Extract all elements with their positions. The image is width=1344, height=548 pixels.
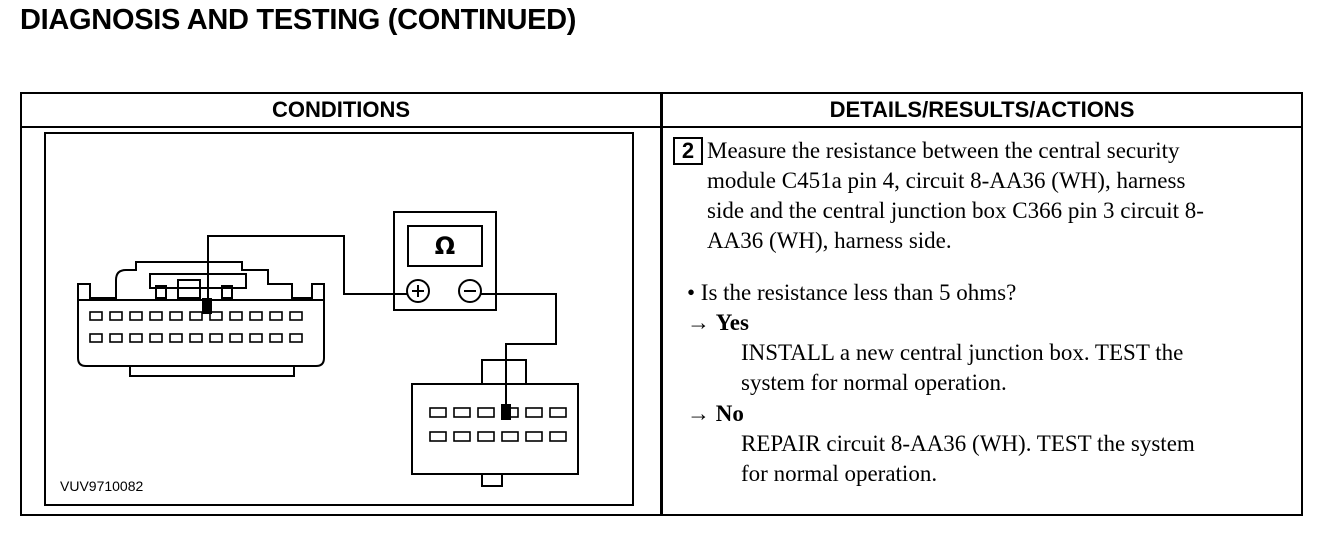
procedure-table: CONDITIONS DETAILS/RESULTS/ACTIONS [20,92,1303,516]
wiring-figure: Ω + − VUV9710082 [44,132,634,506]
action-line: system for normal operation. [741,370,1007,395]
wiring-diagram [77,211,579,487]
step-instruction: Measure the resistance between the centr… [707,136,1297,256]
ohm-symbol: Ω [434,232,456,260]
instruction-line: module C451a pin 4, circuit 8-AA36 (WH),… [707,168,1186,193]
junction-box-connector [411,359,579,487]
details-header: DETAILS/RESULTS/ACTIONS [829,97,1135,122]
test-question: • Is the resistance less than 5 ohms? [687,280,1017,305]
page-title: DIAGNOSIS AND TESTING (CONTINUED) [20,4,577,36]
action-line: for normal operation. [741,461,938,486]
instruction-line: side and the central junction box C366 p… [707,198,1204,223]
yes-label: Yes [715,310,749,335]
yes-branch: → Yes [687,308,749,338]
figure-code: VUV9710082 [60,478,144,494]
no-action: REPAIR circuit 8-AA36 (WH). TEST the sys… [741,429,1301,489]
ohmmeter [393,211,497,311]
action-line: REPAIR circuit 8-AA36 (WH). TEST the sys… [741,431,1195,456]
no-label: No [715,401,744,426]
step-number-badge: 2 [673,137,703,165]
positive-probe-tip [202,298,212,314]
positive-lead [207,235,407,306]
negative-probe-tip [501,404,511,420]
no-branch: → No [687,399,744,429]
instruction-line: AA36 (WH), harness side. [707,228,952,253]
conditions-header: CONDITIONS [271,97,411,122]
column-divider [660,94,663,514]
action-line: INSTALL a new central junction box. TEST… [741,340,1184,365]
arrow-icon: → [687,310,710,335]
negative-lead [481,293,557,413]
security-module-connector [77,261,325,377]
yes-action: INSTALL a new central junction box. TEST… [741,338,1301,398]
arrow-icon: → [687,401,710,426]
instruction-line: Measure the resistance between the centr… [707,138,1180,163]
